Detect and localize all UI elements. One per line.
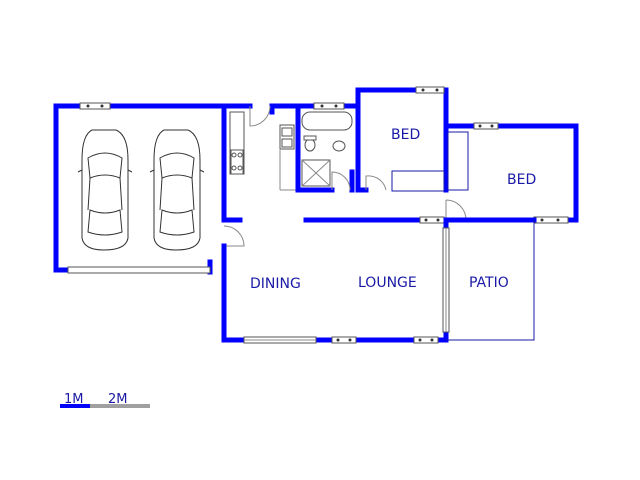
bed2-window-lower xyxy=(533,216,569,224)
bed1-cupboard xyxy=(391,170,445,192)
room-label-dining: DINING xyxy=(250,276,301,292)
patio: PATIO xyxy=(446,220,535,341)
toilet-icon xyxy=(304,138,316,152)
garage xyxy=(53,102,243,275)
garage-wall xyxy=(53,103,227,273)
bed1-window xyxy=(415,86,445,94)
garage-door xyxy=(67,266,211,274)
lounge-window-2 xyxy=(413,336,439,344)
bedroom-1: BED xyxy=(355,86,449,193)
room-label-patio: PATIO xyxy=(469,275,509,291)
patio-outline xyxy=(446,220,535,341)
bed1-door-swing xyxy=(365,175,387,191)
scale-label-1m: 1M xyxy=(64,392,84,407)
scale-bar: 1M 2M xyxy=(60,392,150,408)
kitchen xyxy=(221,103,301,247)
car-icon xyxy=(149,129,205,251)
garage-window xyxy=(79,102,111,110)
bed2-door-swing xyxy=(445,199,467,221)
lounge-window xyxy=(331,336,357,344)
scale-label-2m: 2M xyxy=(108,392,128,407)
bath-window xyxy=(313,102,345,110)
room-label-bed-1: BED xyxy=(391,127,420,143)
bed2-window xyxy=(473,122,499,130)
bedroom-2: BED xyxy=(443,122,579,224)
bed2-cupboard xyxy=(447,131,469,191)
garage-door-swing xyxy=(223,225,245,247)
bathtub-icon xyxy=(301,111,353,131)
basin-icon xyxy=(332,140,346,152)
bath-door-swing xyxy=(331,171,351,191)
car-icon xyxy=(77,129,133,251)
passage-window xyxy=(419,216,445,224)
kitchen-door-swing xyxy=(249,105,271,127)
room-label-bed-2: BED xyxy=(507,172,536,188)
room-label-lounge: LOUNGE xyxy=(358,275,417,291)
living-area: DINING LOUNGE xyxy=(221,217,450,344)
bathroom xyxy=(295,102,361,193)
